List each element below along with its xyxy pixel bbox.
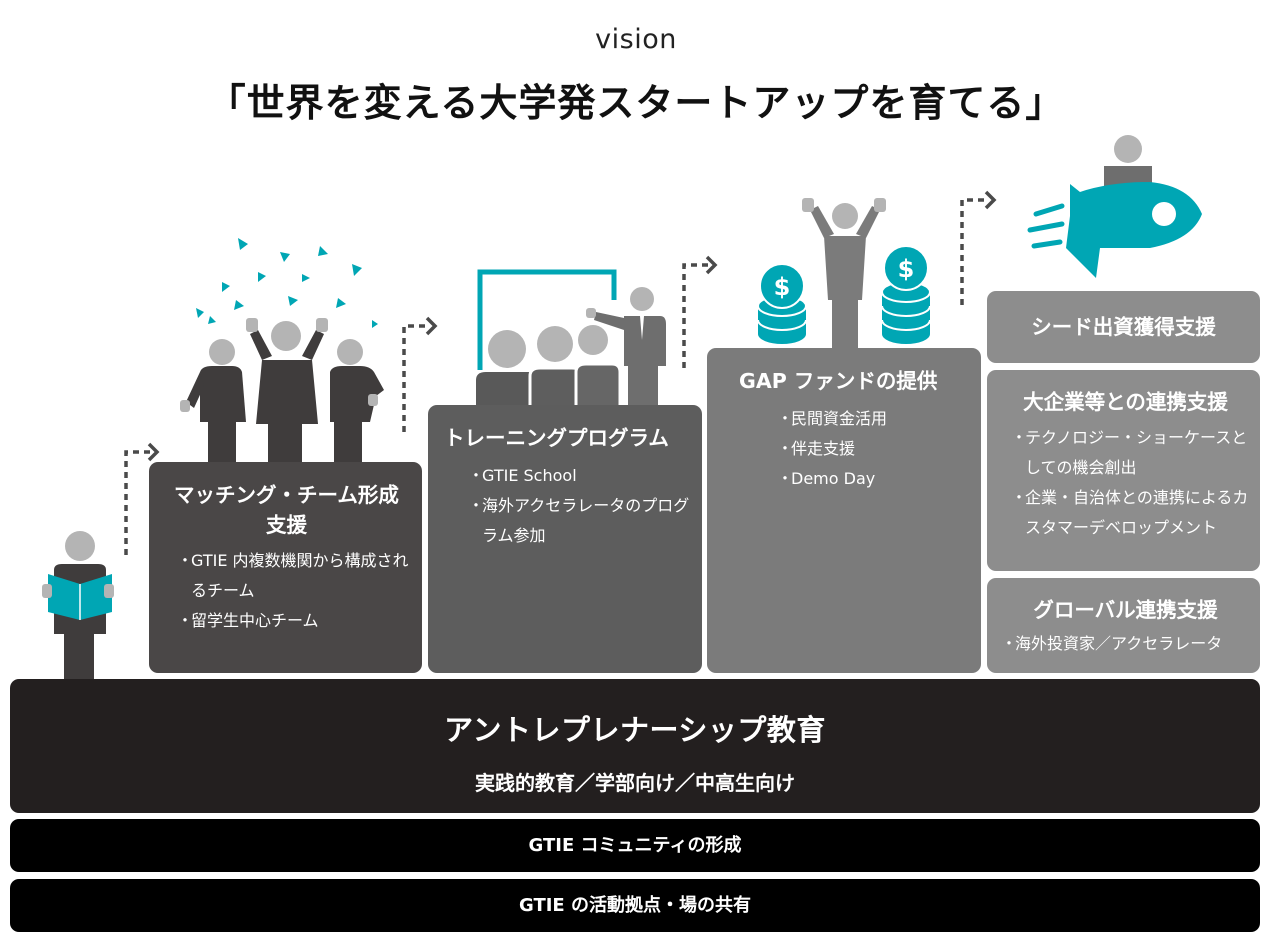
rocket-icon [1027,135,1202,278]
step-training-list: GTIE School 海外アクセラレータのプログラム参加 [464,461,692,551]
presentation-icon [476,269,666,412]
list-item: 海外投資家／アクセラレータ [997,629,1254,659]
corporate-partnership-title: 大企業等との連携支援 [1023,390,1228,414]
list-item: 留学生中心チーム [173,606,414,636]
entrepreneurship-education-title: アントレプレナーシップ教育 [444,713,826,747]
list-item: 伴走支援 [773,434,971,464]
seed-investment-title: シード出資獲得支援 [1031,315,1216,339]
step-training-title: トレーニングプログラム [444,426,669,450]
list-item: GTIE School [464,461,692,491]
step-gapfund-list: 民間資金活用 伴走支援 Demo Day [773,404,971,494]
global-partnership-title: グローバル連携支援 [1033,598,1218,622]
list-item: 民間資金活用 [773,404,971,434]
list-item: テクノロジー・ショーケースとしての機会創出 [997,423,1254,483]
global-partnership-box: グローバル連携支援 海外投資家／アクセラレータ [987,578,1260,673]
cheering-person-icon [802,198,886,350]
list-item: GTIE 内複数機関から構成されるチーム [173,546,414,606]
corporate-partnership-list: テクノロジー・ショーケースとしての機会創出 企業・自治体との連携によるカスタマー… [997,423,1254,543]
step-gapfund-title: GAP ファンドの提供 [739,369,938,393]
coin-symbol: $ [898,255,915,283]
confetti-icon [196,238,378,328]
list-item: 海外アクセラレータのプログラム参加 [464,491,692,551]
entrepreneurship-education-box: アントレプレナーシップ教育 実践的教育／学部向け／中高生向け [10,679,1260,813]
step-matching-title-line-1: マッチング・チーム形成 [174,483,399,507]
coin-stack-left: $ [757,263,807,344]
community-strip: GTIE コミュニティの形成 [10,819,1260,872]
corporate-partnership-box: 大企業等との連携支援 テクノロジー・ショーケースとしての機会創出 企業・自治体と… [987,370,1260,571]
celebrating-team-icon [180,318,384,466]
coin-stack-right: $ [881,245,931,344]
reading-person-icon [42,531,114,682]
step-matching-list: GTIE 内複数機関から構成されるチーム 留学生中心チーム [173,546,414,636]
base-sharing-strip: GTIE の活動拠点・場の共有 [10,879,1260,932]
entrepreneurship-education-subtitle: 実践的教育／学部向け／中高生向け [475,771,795,795]
list-item: Demo Day [773,464,971,494]
vision-label: vision [595,24,677,55]
seed-investment-box: シード出資獲得支援 [987,291,1260,363]
page-title: 「世界を変える大学発スタートアップを育てる」 [207,81,1065,125]
coin-symbol: $ [774,273,791,301]
money-stack-icon: $ $ [757,245,931,344]
step-matching-title: マッチング・チーム形成 支援 [173,480,414,540]
list-item: 企業・自治体との連携によるカスタマーデベロップメント [997,483,1254,543]
step-matching-box: マッチング・チーム形成 支援 GTIE 内複数機関から構成されるチーム 留学生中… [149,462,422,673]
global-partnership-list: 海外投資家／アクセラレータ [997,629,1254,659]
step-matching-title-line-2: 支援 [266,513,307,537]
step-gapfund-box: GAP ファンドの提供 民間資金活用 伴走支援 Demo Day [707,348,981,673]
step-training-box: トレーニングプログラム GTIE School 海外アクセラレータのプログラム参… [428,405,702,673]
